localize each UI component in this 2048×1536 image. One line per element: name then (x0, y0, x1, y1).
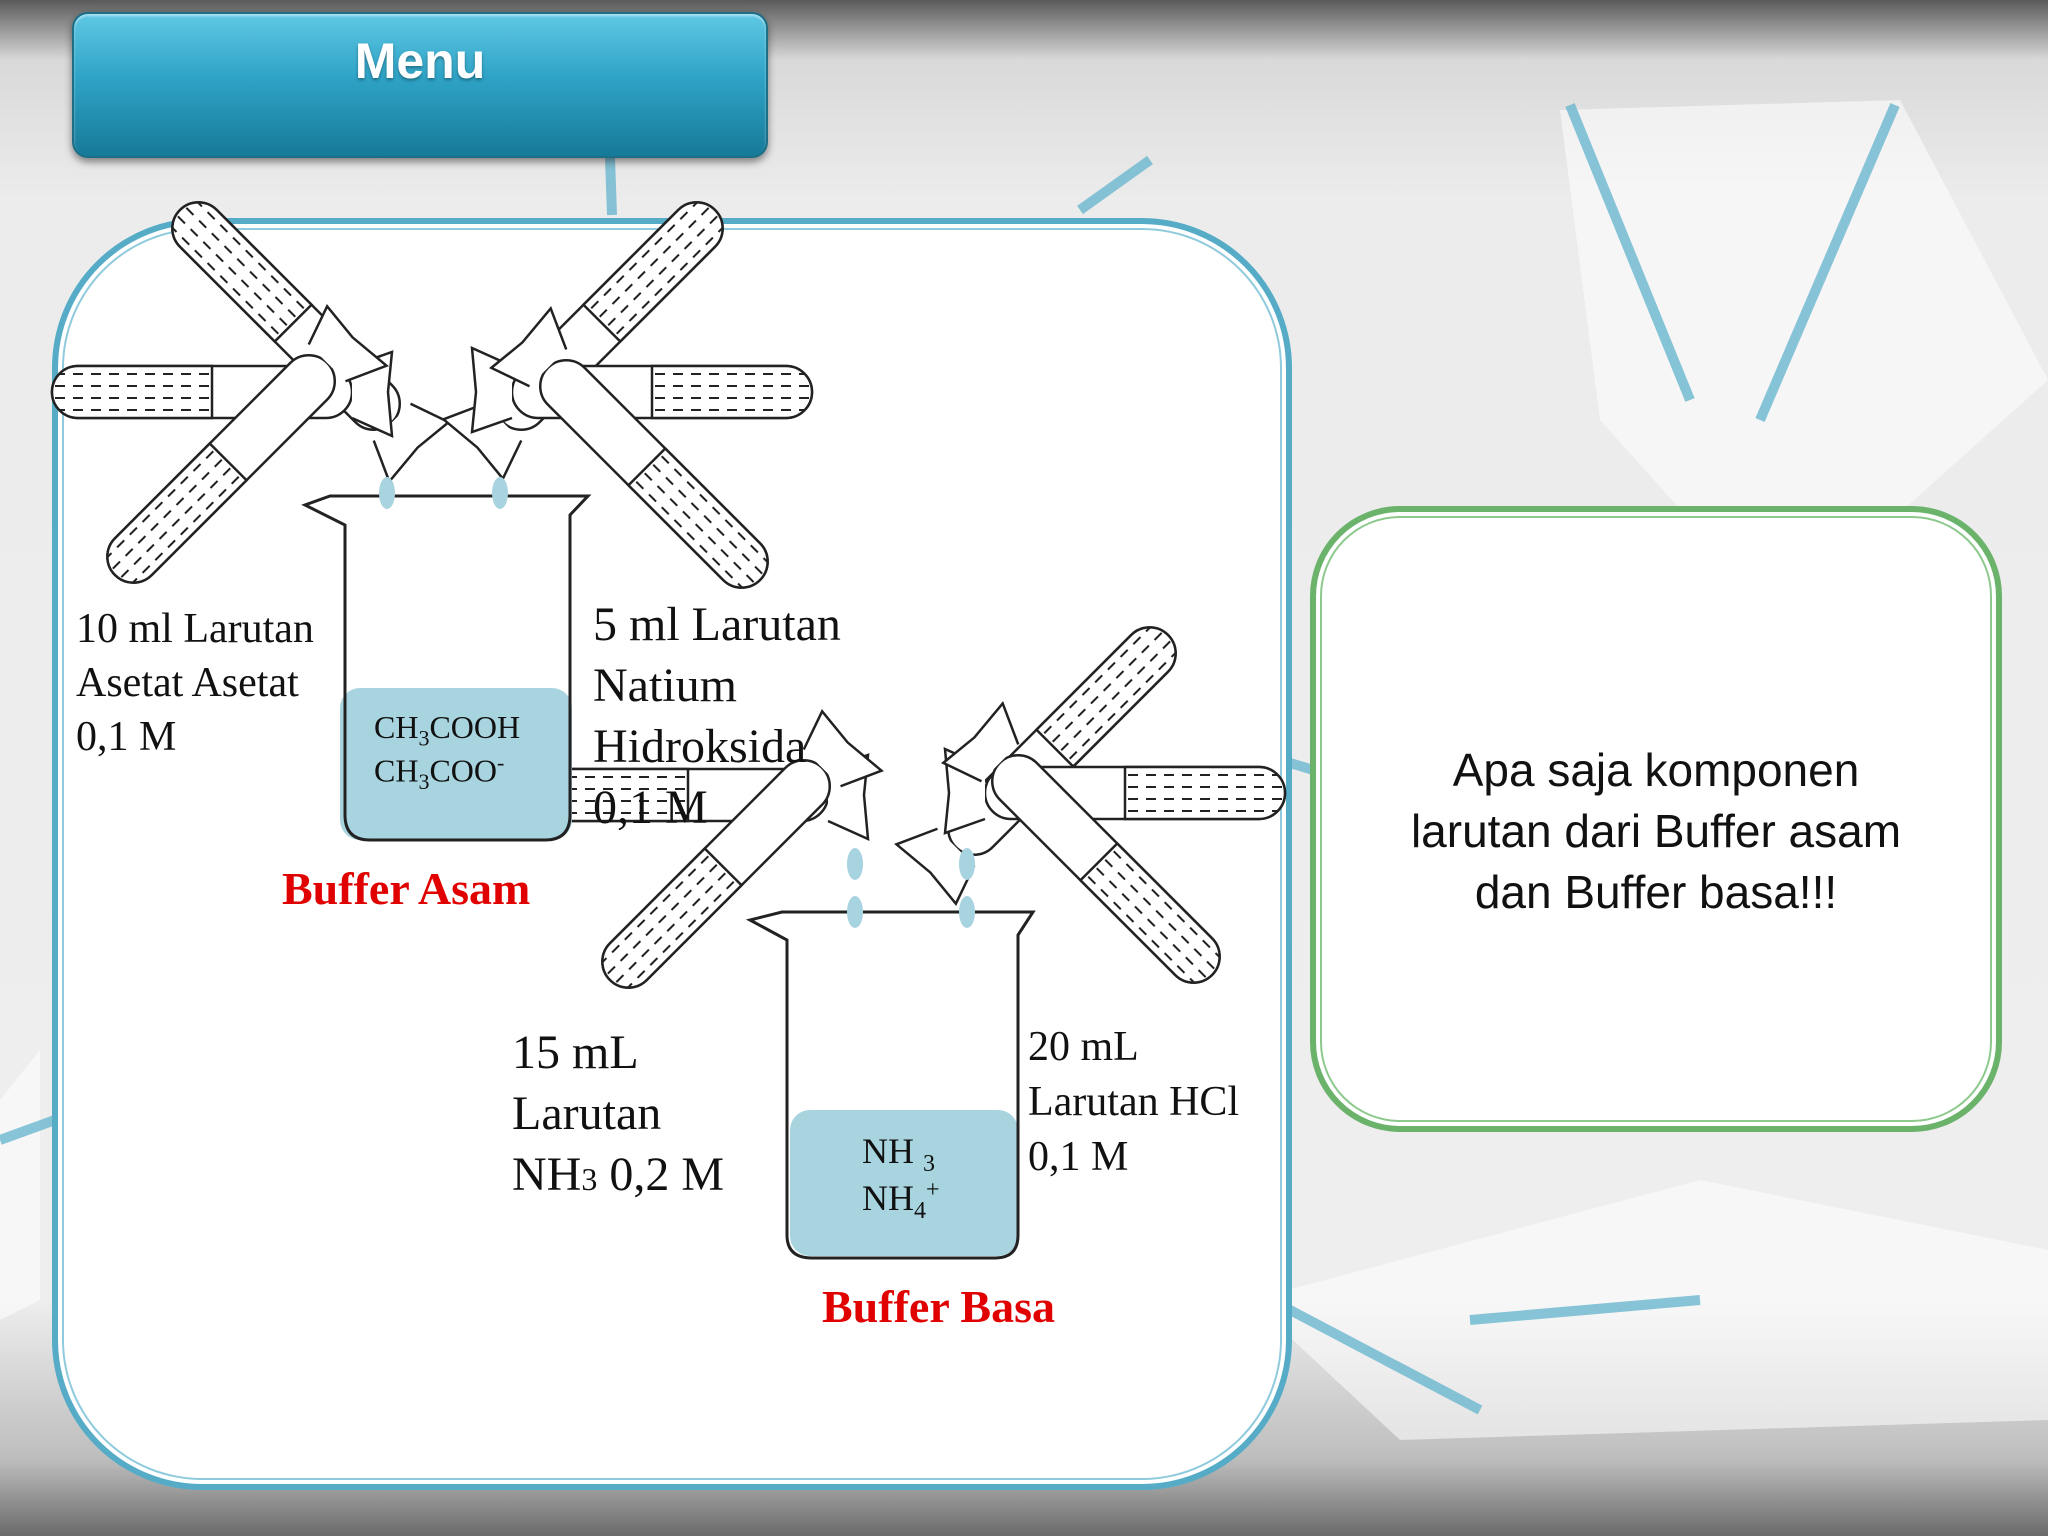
question-box: Apa saja komponen larutan dari Buffer as… (1310, 506, 2002, 1132)
beaker-basa-formula-2: NH4+ (862, 1177, 940, 1225)
beaker-asam-formula-1: CH3COOH (374, 709, 521, 751)
beaker-basa (745, 910, 1036, 1260)
drops (379, 477, 975, 928)
test-tube-basa-3 (942, 702, 1245, 1005)
beaker-asam-formula-2: CH3COO- (374, 750, 505, 795)
test-tube-asam-3 (85, 305, 388, 608)
menu-label: Menu (354, 33, 486, 89)
label-natrium-hidroksida: 5 ml Larutan Natium Hidroksida 0,1 M (593, 598, 841, 834)
test-tube-asam-6 (490, 307, 793, 610)
label-nh3: 15 mL Larutan NH3 0,2 M (512, 1026, 725, 1201)
test-tube-basa-1 (895, 602, 1198, 905)
question-text: Apa saja komponen larutan dari Buffer as… (1410, 744, 1902, 918)
label-hcl: 20 mL Larutan HCl 0,1 M (1028, 1024, 1240, 1180)
buffer-basa-title: Buffer Basa (822, 1281, 1055, 1332)
beaker-asam (301, 494, 592, 842)
label-asetat: 10 ml Larutan Asetat Asetat 0,1 M (76, 606, 314, 760)
test-tube-asam-1 (147, 180, 450, 483)
menu-button[interactable]: Menu (72, 12, 768, 158)
buffer-asam-title: Buffer Asam (282, 863, 531, 914)
beaker-basa-formula-1: NH 3 (862, 1131, 935, 1178)
